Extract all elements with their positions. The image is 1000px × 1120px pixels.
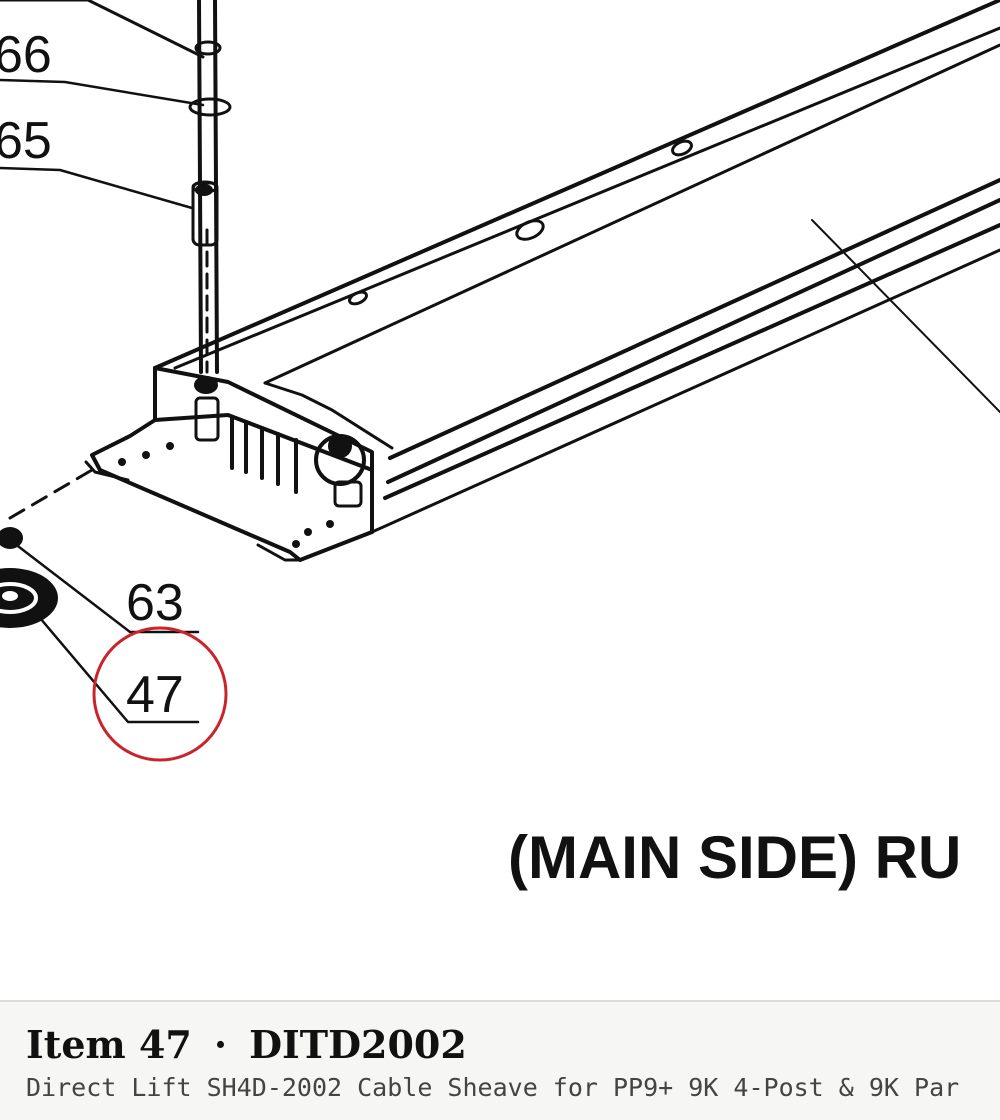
leader-line-47 [38,616,200,724]
spacer-65-hole [195,184,213,196]
sheave-pins [230,416,298,494]
washer-66 [188,97,232,117]
view-label: (MAIN SIDE) RU [508,824,961,891]
runway-rail-top-inner [173,26,1000,370]
washer-upper [194,40,222,56]
runway-rail-bottom-edge [370,248,1000,534]
title-separator: · [213,1022,228,1067]
parts-diagram: 66 65 63 47 (MAIN SIDE) RU [0,0,1000,891]
item-label: Item 47 [26,1022,192,1067]
cable-path [8,468,94,520]
exploded-view-drawing: 66 65 63 47 (MAIN SIDE) RU [0,0,1000,891]
rail-slot-3 [348,290,368,306]
part-info-footer: Item 47 · DITD2002 Direct Lift SH4D-2002 C… [0,1000,1000,1120]
leader-line-65 [0,166,194,210]
runway-rail-bottom-mid [386,198,1000,484]
leader-line-66 [0,78,205,107]
leader-line-right [811,219,1000,413]
leader-line-top [0,0,205,59]
washer-47-ring [0,582,38,614]
washer-47-hole [2,591,18,601]
part-description: Direct Lift SH4D-2002 Cable Sheave for P… [26,1073,960,1102]
plate-hole [292,540,300,548]
runway-rail-top-outer [153,0,1000,370]
leader-line-63 [8,538,200,634]
rail-slot-2 [671,139,693,157]
runway-rail-bottom-lower [383,223,1000,500]
plate-hole [142,451,150,459]
end-plate-lip-left [84,460,130,482]
runway-rail-bottom-upper [388,178,1000,460]
end-plate-lip-right [256,543,302,562]
part-title: Item 47 · DITD2002 [26,1022,1000,1068]
callout-65[interactable]: 65 [0,112,52,170]
runway-rail-top-lower [263,43,1000,385]
end-box-inner-edge [263,381,394,450]
callout-66[interactable]: 66 [0,26,52,84]
callout-63[interactable]: 63 [126,574,184,632]
callout-47[interactable]: 47 [126,666,184,724]
sheave-hub [333,480,363,508]
sheave-axle [328,434,352,458]
part-number[interactable]: DITD2002 [249,1022,467,1067]
sheave-post [194,396,220,442]
bolt-head [194,376,218,394]
rail-slot-1 [515,219,545,241]
plate-hole [326,520,334,528]
end-plate [90,413,374,562]
plate-hole [304,528,312,536]
nut-63 [0,527,23,549]
plate-hole [118,458,126,466]
highlight-circle [92,626,228,762]
plate-hole [166,442,174,450]
